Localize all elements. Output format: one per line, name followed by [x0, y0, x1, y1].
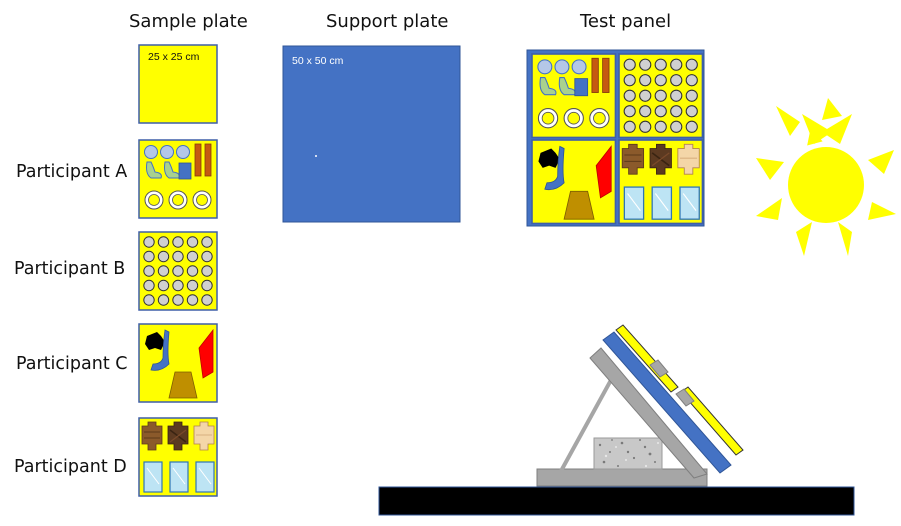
sample-plate: 25 x 25 cm [138, 44, 218, 124]
support-plate-dimension: 50 x 50 cm [292, 55, 344, 67]
participant-a-plate [138, 139, 218, 219]
participant-b-plate [138, 231, 218, 311]
support-plate-heading: Support plate [326, 11, 449, 32]
ground-base [378, 486, 855, 516]
participant-c-plate [138, 323, 218, 403]
test-panel-heading: Test panel [580, 11, 672, 32]
sun-icon [756, 98, 896, 256]
sample-plate-dimension: 25 x 25 cm [148, 51, 200, 63]
test-panel [526, 49, 705, 227]
participant-b-label: Participant B [14, 259, 126, 279]
participant-d-label: Participant D [14, 457, 127, 477]
support-plate: 50 x 50 cm [282, 45, 461, 223]
sample-plate-heading: Sample plate [129, 11, 248, 32]
participant-a-label: Participant A [16, 162, 128, 182]
participant-c-label: Participant C [16, 354, 128, 374]
participant-d-plate [138, 417, 218, 497]
granite-block [593, 437, 663, 470]
exposure-rack [378, 324, 855, 516]
